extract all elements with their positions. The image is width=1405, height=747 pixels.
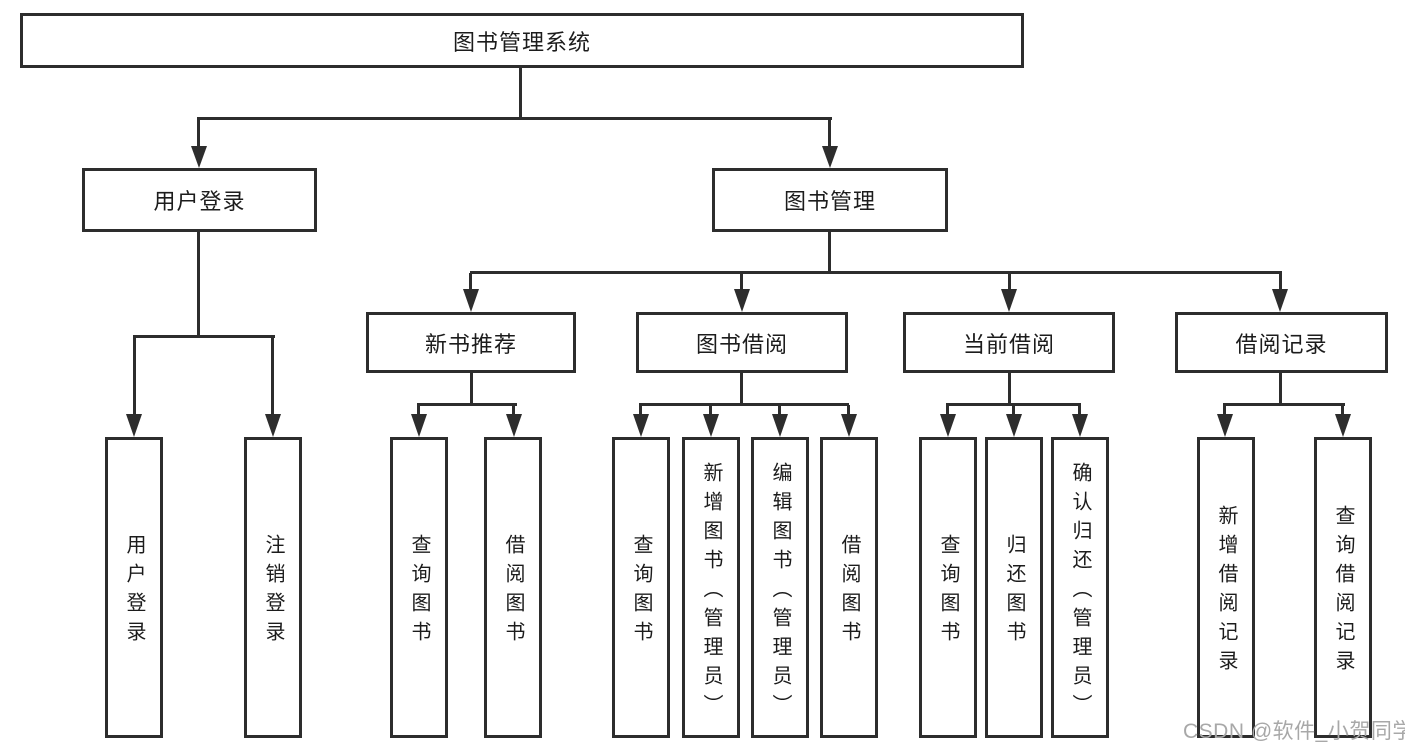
node-user-login: 用户登录 [82,168,317,232]
leaf-cb-query-book-label: 查询图书 [937,534,959,650]
arrowhead-cb-leaf1-icon [940,414,956,437]
connector-stem-br-leaf2 [1341,405,1344,415]
csdn-watermark: CSDN @软件_小贺同学 [1183,720,1405,743]
connector-user-login-trunk [197,232,200,336]
connector-stem-cb-leaf1 [946,405,949,415]
arrowhead-bb-leaf3-icon [772,414,788,437]
leaf-bb-add-book-admin-label: 新增图书（管理员） [700,461,722,723]
arrowhead-current-borrow-icon [1001,289,1017,312]
arrowhead-bb-leaf1-icon [633,414,649,437]
connector-stem-nb-leaf1 [417,405,420,415]
arrowhead-br-leaf2-icon [1335,414,1351,437]
leaf-logout-label: 注销登录 [262,534,284,650]
connector-stem-current-borrow [1008,273,1011,291]
connector-borrow-records-bar [1223,403,1345,406]
connector-stem-book-borrow [740,273,743,291]
leaf-cb-return-book: 归还图书 [985,437,1043,738]
leaf-bb-edit-book-admin-label: 编辑图书（管理员） [769,461,791,723]
leaf-cb-confirm-return-admin-label: 确认归还（管理员） [1069,461,1091,723]
connector-stem-borrow-records [1279,273,1282,291]
connector-book-borrow-bar [639,403,849,406]
node-root-label: 图书管理系统 [452,29,591,55]
connector-stem-user-login [197,119,200,148]
connector-borrow-records-trunk [1279,373,1282,405]
node-borrow-records: 借阅记录 [1175,312,1388,373]
arrowhead-borrow-records-icon [1272,289,1288,312]
arrowhead-bb-leaf4-icon [841,414,857,437]
leaf-nb-query-book-label: 查询图书 [408,534,430,650]
leaf-bb-query-book-label: 查询图书 [630,534,652,650]
connector-stem-bb-leaf3 [778,405,781,415]
leaf-bb-edit-book-admin: 编辑图书（管理员） [751,437,809,738]
connector-stem-login-leaf2 [271,337,274,415]
leaf-user-login: 用户登录 [105,437,163,738]
arrowhead-book-borrow-icon [734,289,750,312]
leaf-br-add-record: 新增借阅记录 [1197,437,1255,738]
arrowhead-br-leaf1-icon [1217,414,1233,437]
connector-stem-br-leaf1 [1223,405,1226,415]
connector-current-borrow-trunk [1008,373,1011,405]
connector-stem-cb-leaf3 [1078,405,1081,415]
connector-stem-cb-leaf2 [1012,405,1015,415]
connector-book-mgmt-trunk [828,232,831,274]
arrowhead-user-login-icon [191,146,207,168]
connector-stem-nb-leaf2 [512,405,515,415]
leaf-br-add-record-label: 新增借阅记录 [1215,505,1237,679]
leaf-user-login-label: 用户登录 [123,534,145,650]
connector-new-book-trunk [470,373,473,405]
leaf-bb-borrow-book-label: 借阅图书 [838,534,860,650]
arrowhead-nb-leaf2-icon [506,414,522,437]
arrowhead-new-book-icon [463,289,479,312]
connector-stem-book-mgmt [828,119,831,148]
connector-stem-login-leaf1 [133,337,136,415]
arrowhead-login-leaf2-icon [265,414,281,437]
connector-root-bar [197,117,832,120]
leaf-nb-borrow-book: 借阅图书 [484,437,542,738]
arrowhead-login-leaf1-icon [126,414,142,437]
arrowhead-cb-leaf3-icon [1072,414,1088,437]
leaf-br-query-record: 查询借阅记录 [1314,437,1372,738]
node-borrow-records-label: 借阅记录 [1235,331,1328,357]
connector-book-mgmt-bar [470,271,1282,274]
connector-stem-bb-leaf1 [639,405,642,415]
connector-root-trunk [519,68,522,118]
arrowhead-book-mgmt-icon [822,146,838,168]
leaf-bb-query-book: 查询图书 [612,437,670,738]
leaf-bb-borrow-book: 借阅图书 [820,437,878,738]
node-new-book-recommend-label: 新书推荐 [424,331,517,357]
arrowhead-cb-leaf2-icon [1006,414,1022,437]
node-new-book-recommend: 新书推荐 [366,312,576,373]
leaf-nb-borrow-book-label: 借阅图书 [502,534,524,650]
node-book-borrow-label: 图书借阅 [695,331,788,357]
node-book-borrow: 图书借阅 [636,312,848,373]
leaf-logout: 注销登录 [244,437,302,738]
node-current-borrow-label: 当前借阅 [962,331,1055,357]
arrowhead-bb-leaf2-icon [703,414,719,437]
connector-stem-bb-leaf2 [709,405,712,415]
connector-book-borrow-trunk [740,373,743,405]
node-current-borrow: 当前借阅 [903,312,1115,373]
arrowhead-nb-leaf1-icon [411,414,427,437]
node-root: 图书管理系统 [20,13,1024,68]
connector-stem-new-book [469,273,472,291]
connector-current-borrow-bar [946,403,1081,406]
connector-user-login-bar [133,335,275,338]
leaf-nb-query-book: 查询图书 [390,437,448,738]
leaf-cb-return-book-label: 归还图书 [1003,534,1025,650]
leaf-br-query-record-label: 查询借阅记录 [1332,505,1354,679]
node-book-mgmt: 图书管理 [712,168,948,232]
connector-new-book-bar [417,403,517,406]
leaf-cb-query-book: 查询图书 [919,437,977,738]
connector-stem-bb-leaf4 [847,405,850,415]
leaf-bb-add-book-admin: 新增图书（管理员） [682,437,740,738]
node-book-mgmt-label: 图书管理 [783,189,876,214]
leaf-cb-confirm-return-admin: 确认归还（管理员） [1051,437,1109,738]
node-user-login-label: 用户登录 [153,189,246,214]
